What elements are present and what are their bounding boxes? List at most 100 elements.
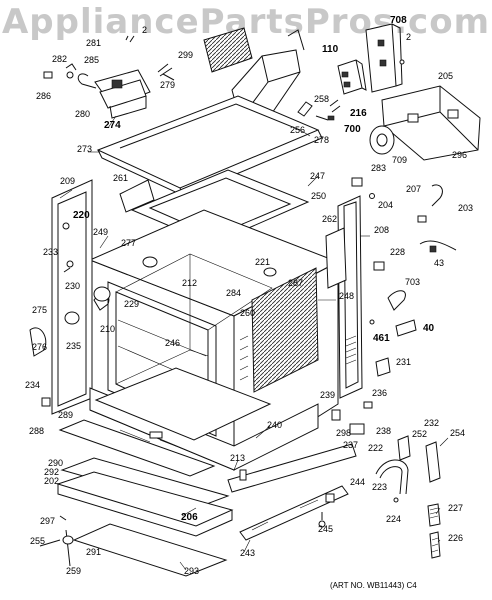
part-label-207: 207	[406, 184, 421, 194]
part-label-287: 287	[288, 278, 303, 288]
part-label-227: 227	[448, 503, 463, 513]
part-label-252: 252	[412, 429, 427, 439]
part-label-233: 233	[43, 247, 58, 257]
part-label-202: 202	[44, 476, 59, 486]
part-label-210: 210	[100, 324, 115, 334]
part-label-2: 2	[142, 25, 147, 35]
part-label-240: 240	[267, 420, 282, 430]
part-label-243: 243	[240, 548, 255, 558]
part-label-40: 40	[423, 323, 435, 334]
part-label-205: 205	[438, 71, 453, 81]
part-label-262: 262	[322, 214, 337, 224]
part-label-278: 278	[314, 135, 329, 145]
part-label-248: 248	[339, 291, 354, 301]
part-label-254: 254	[450, 428, 465, 438]
part-label-221: 221	[255, 257, 270, 267]
part-label-226: 226	[448, 533, 463, 543]
part-label-273: 273	[77, 144, 92, 154]
part-label-703: 703	[405, 277, 420, 287]
part-label-212: 212	[182, 278, 197, 288]
leader-lines	[59, 115, 449, 571]
part-label-110: 110	[322, 44, 339, 55]
part-label-259: 259	[66, 566, 81, 576]
art-number: (ART NO. WB11443) C4	[330, 581, 417, 590]
part-label-297: 297	[40, 516, 55, 526]
part-label-206: 206	[181, 512, 198, 523]
thermostat-bracket-274	[43, 35, 175, 119]
part-label-274: 274	[104, 120, 121, 131]
part-label-279: 279	[160, 80, 175, 90]
callout-labels: 281 2 285 282 286 279 280 274 299 708 2 110 205 258 21…	[25, 15, 473, 576]
leveling-leg-227	[427, 503, 441, 527]
part-label-298: 298	[336, 428, 351, 438]
part-label-461: 461	[373, 333, 390, 344]
part-label-222: 222	[368, 443, 383, 453]
kick-panel-243	[239, 485, 349, 541]
small-parts-right	[331, 177, 457, 435]
part-label-283: 283	[371, 163, 386, 173]
part-label-216: 216	[350, 108, 367, 119]
part-label-291: 291	[86, 547, 101, 557]
part-label-245: 245	[318, 524, 333, 534]
part-label-246: 246	[165, 338, 180, 348]
part-label-280: 280	[75, 109, 90, 119]
control-panel-205	[381, 85, 481, 161]
part-label-285: 285	[84, 55, 99, 65]
part-label-284: 284	[226, 288, 241, 298]
part-label-282: 282	[52, 54, 67, 64]
part-label-255: 255	[30, 536, 45, 546]
part-label-223: 223	[372, 482, 387, 492]
part-label-261: 261	[113, 173, 128, 183]
part-label-238: 238	[376, 426, 391, 436]
clock-module-110	[337, 59, 367, 95]
part-label-213: 213	[230, 453, 245, 463]
part-label-289: 289	[58, 410, 73, 420]
part-label-299: 299	[178, 50, 193, 60]
part-label-292: 292	[44, 467, 59, 477]
part-label-293: 293	[184, 566, 199, 576]
insulation-pad-295	[203, 27, 253, 73]
part-label-209: 209	[60, 176, 75, 186]
part-label-224: 224	[386, 514, 401, 524]
part-label-43: 43	[434, 258, 444, 268]
part-label-220: 220	[73, 210, 90, 221]
part-label-247: 247	[310, 171, 325, 181]
knob-709	[369, 125, 395, 155]
part-label-232: 232	[424, 418, 439, 428]
part-label-288: 288	[29, 426, 44, 436]
part-label-235: 235	[66, 341, 81, 351]
small-parts-bottom	[39, 493, 399, 547]
part-label-208: 208	[374, 225, 389, 235]
part-label-2: 2	[406, 32, 411, 42]
side-panel-209	[51, 179, 93, 415]
side-panel-208	[325, 195, 363, 399]
part-label-286: 286	[36, 91, 51, 101]
part-label-236: 236	[372, 388, 387, 398]
part-label-204: 204	[378, 200, 393, 210]
part-label-708: 708	[390, 15, 407, 26]
part-label-230: 230	[65, 281, 80, 291]
base-rail-293	[59, 515, 228, 577]
control-bracket-708	[365, 23, 405, 93]
part-label-244: 244	[350, 477, 365, 487]
part-label-275: 275	[32, 305, 47, 315]
part-label-234: 234	[25, 380, 40, 390]
door-hinge-252-254	[375, 435, 441, 495]
part-label-700: 700	[344, 124, 361, 135]
part-label-231: 231	[396, 357, 411, 367]
part-label-709: 709	[392, 155, 407, 165]
part-label-249: 249	[93, 227, 108, 237]
part-label-256: 256	[290, 125, 305, 135]
part-label-229: 229	[124, 299, 139, 309]
part-label-281: 281	[86, 38, 101, 48]
leveling-leg-226	[429, 531, 441, 559]
part-label-290: 290	[48, 458, 63, 468]
part-label-258: 258	[314, 94, 329, 104]
part-label-237: 237	[343, 440, 358, 450]
part-label-250: 250	[311, 191, 326, 201]
front-base-240	[227, 443, 357, 493]
part-label-239: 239	[320, 390, 335, 400]
bracket-258-216	[297, 99, 341, 121]
part-label-260: 260	[240, 308, 255, 318]
